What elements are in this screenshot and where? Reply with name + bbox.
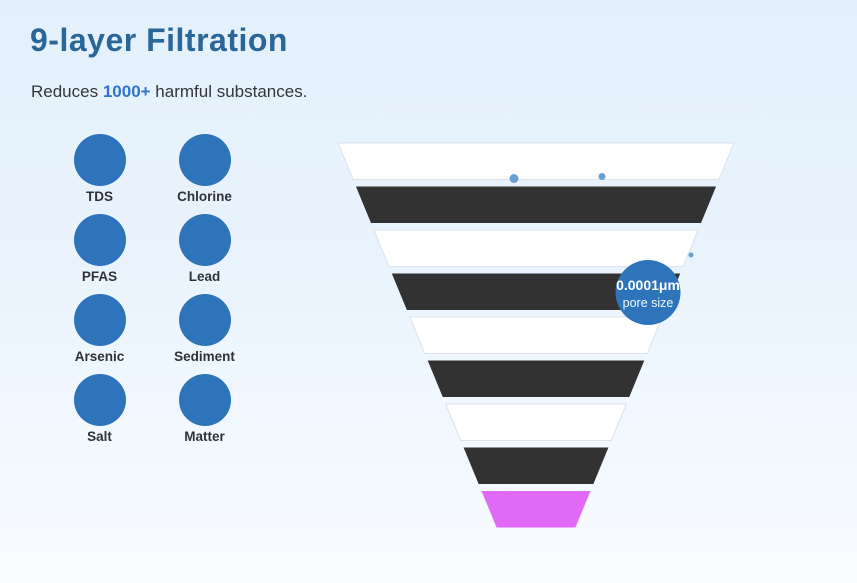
substance-circle: [178, 214, 231, 266]
particle-dot-icon: [688, 252, 694, 258]
funnel-layer-9: [481, 491, 591, 528]
substance-circle: [178, 294, 231, 346]
substance-circle: [73, 374, 126, 426]
particle-dot-icon: [598, 173, 606, 180]
page-subtitle: Reduces 1000+ harmful substances.: [31, 82, 307, 102]
substance-label: Lead: [188, 269, 221, 284]
substance-label: Chlorine: [177, 189, 232, 204]
subtitle-prefix: Reduces: [31, 82, 103, 101]
substance-circle: [73, 294, 126, 346]
subtitle-suffix: harmful substances.: [150, 82, 308, 101]
substance-label: Arsenic: [74, 349, 125, 364]
substance-item: PFAS: [47, 214, 152, 294]
page-title: 9-layer Filtration: [30, 22, 288, 58]
subtitle-highlight: 1000+: [102, 82, 151, 101]
substance-item: Chlorine: [152, 134, 257, 214]
substance-item: Arsenic: [47, 294, 152, 374]
substance-circle: [73, 214, 126, 266]
pore-size-value: 0.0001μm: [616, 277, 680, 293]
funnel-layer-8: [463, 447, 609, 484]
substance-circle: [73, 134, 126, 186]
substance-circle: [178, 374, 231, 426]
substance-label: PFAS: [81, 269, 118, 284]
funnel-layer-5: [409, 316, 663, 354]
particle-dot-icon: [509, 174, 519, 183]
substance-item: Lead: [152, 214, 257, 294]
funnel-layer-7: [444, 403, 628, 441]
substance-label: Salt: [87, 429, 112, 444]
substance-label: TDS: [86, 189, 113, 204]
substance-label: Sediment: [174, 349, 235, 364]
substance-item: Salt: [47, 374, 152, 454]
funnel-layer-4: [391, 273, 681, 310]
funnel-layer-2: [355, 186, 717, 223]
funnel-layer-3: [373, 229, 699, 267]
substance-label: Matter: [184, 429, 225, 444]
funnel-layer-6: [427, 360, 645, 397]
substance-item: Sediment: [152, 294, 257, 374]
substance-item: TDS: [47, 134, 152, 214]
funnel-layer-1: [337, 142, 735, 180]
substance-item: Matter: [152, 374, 257, 454]
pore-size-badge: [615, 260, 681, 325]
pore-size-label: pore size: [623, 296, 674, 310]
substance-circle: [178, 134, 231, 186]
